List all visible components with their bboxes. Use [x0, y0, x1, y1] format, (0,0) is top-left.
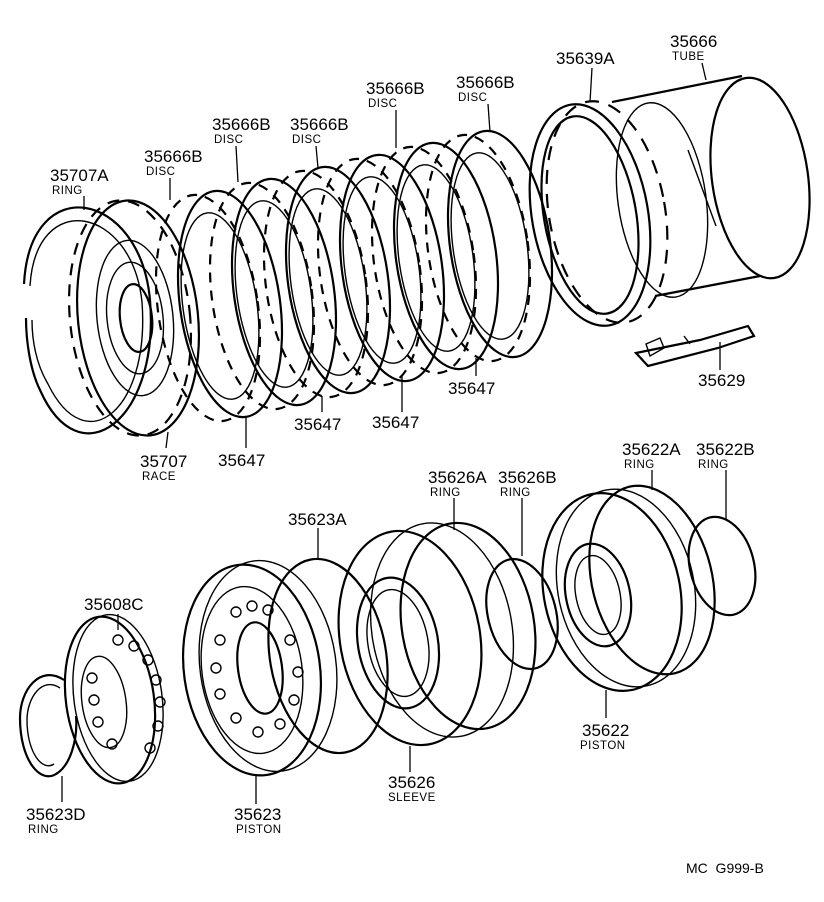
plate-4	[262, 165, 392, 399]
clip-35629-part	[633, 324, 756, 368]
callout-35707A: 35707A RING	[50, 166, 109, 197]
part-name: RING	[624, 459, 655, 471]
part-number: 35666B	[212, 115, 271, 134]
snap-ring-35623D-part	[18, 674, 78, 778]
part-name: PISTON	[580, 740, 626, 752]
ring-35626A-part	[399, 521, 537, 731]
part-number: 35666B	[456, 73, 515, 92]
callout-35666: 35666 TUBE	[670, 32, 717, 63]
callout-35626B: 35626B RING	[498, 468, 557, 499]
plate-3	[316, 153, 446, 387]
part-name: RING	[28, 824, 59, 836]
ring-35639A-part	[528, 100, 669, 327]
part-number: 35666B	[366, 79, 425, 98]
callout-35622B: 35622B RING	[696, 440, 755, 471]
part-name: RING	[52, 185, 83, 197]
clutch-disc-stack	[154, 129, 554, 423]
part-number: 35666	[670, 32, 717, 51]
callout-35608C: 35608C	[84, 595, 144, 614]
part-number: 35626B	[498, 468, 557, 487]
callout-35707: 35707 RACE	[140, 452, 187, 483]
callout-35626A: 35626A RING	[428, 468, 487, 499]
snap-ring-35707A-part	[22, 206, 152, 435]
part-name: RING	[698, 459, 729, 471]
race-35707-part	[67, 199, 201, 437]
callout-35666B-2: 35666B DISC	[366, 79, 425, 110]
part-number: 35707	[140, 452, 187, 471]
part-number: 35666B	[144, 147, 203, 166]
part-number: 35629	[698, 371, 745, 390]
part-name: RING	[430, 487, 461, 499]
part-number: 35647	[294, 415, 341, 434]
part-name: RING	[500, 487, 531, 499]
callout-35622A: 35622A RING	[622, 440, 681, 471]
callout-35629: 35629	[698, 371, 745, 390]
callout-35623D: 35623D RING	[26, 805, 86, 836]
part-name: RACE	[142, 471, 176, 483]
part-name: SLEEVE	[388, 792, 436, 804]
part-number: 35623	[234, 805, 281, 824]
callout-35647-4: 35647	[448, 379, 495, 398]
ring-35623A-part	[267, 557, 389, 755]
callout-35666B-3: 35666B DISC	[290, 115, 349, 146]
part-name: DISC	[292, 134, 321, 146]
callout-35622: 35622 PISTON	[580, 721, 629, 752]
callout-35647-2: 35647	[294, 415, 341, 434]
part-number: 35622	[582, 721, 629, 740]
part-name: DISC	[458, 92, 487, 104]
part-number: 35707A	[50, 166, 109, 185]
spring-seat-holes	[210, 600, 304, 738]
part-number: 35623A	[288, 510, 347, 529]
tube-part	[611, 74, 811, 298]
ring-35622A-part	[588, 484, 716, 676]
callout-35623A: 35623A	[288, 510, 347, 529]
part-name: PISTON	[236, 824, 282, 836]
plate-2	[370, 141, 500, 375]
callout-35639A: 35639A	[556, 49, 615, 68]
callout-35647-3: 35647	[372, 413, 419, 432]
part-number: 35626	[388, 773, 435, 792]
callout-35626: 35626 SLEEVE	[388, 773, 436, 804]
part-number: 35647	[218, 451, 265, 470]
sleeve-35626-part	[337, 522, 515, 747]
callout-35666B-4: 35666B DISC	[212, 115, 271, 146]
part-number: 35608C	[84, 595, 144, 614]
ring-35622B-part	[687, 515, 757, 617]
plate-5	[208, 177, 338, 411]
plate-1	[424, 129, 554, 363]
part-number: 35623D	[26, 805, 86, 824]
spring-retainer-35608C-part	[63, 613, 166, 785]
part-number: 35647	[448, 379, 495, 398]
drawing-code: MC G999-B	[686, 860, 764, 876]
callout-35666B-5: 35666B DISC	[144, 147, 203, 178]
ring-35626B-part	[485, 557, 559, 671]
leader-lines	[61, 62, 727, 804]
callout-35666B-1: 35666B DISC	[456, 73, 515, 104]
part-name: DISC	[368, 98, 397, 110]
part-number: 35622B	[696, 440, 755, 459]
return-springs	[86, 634, 166, 754]
part-number: 35639A	[556, 49, 615, 68]
piston-35623-part	[181, 559, 338, 777]
callout-35623: 35623 PISTON	[234, 805, 282, 836]
part-number: 35666B	[290, 115, 349, 134]
part-number: 35626A	[428, 468, 487, 487]
callout-labels: 35666 TUBE 35639A 35666B DISC 35666B DIS…	[26, 32, 755, 836]
part-name: TUBE	[672, 51, 705, 63]
part-name: DISC	[146, 166, 175, 178]
part-number: 35647	[372, 413, 419, 432]
callout-35647-1: 35647	[218, 451, 265, 470]
part-name: DISC	[214, 134, 243, 146]
part-number: 35622A	[622, 440, 681, 459]
piston-35622-part	[541, 488, 697, 692]
